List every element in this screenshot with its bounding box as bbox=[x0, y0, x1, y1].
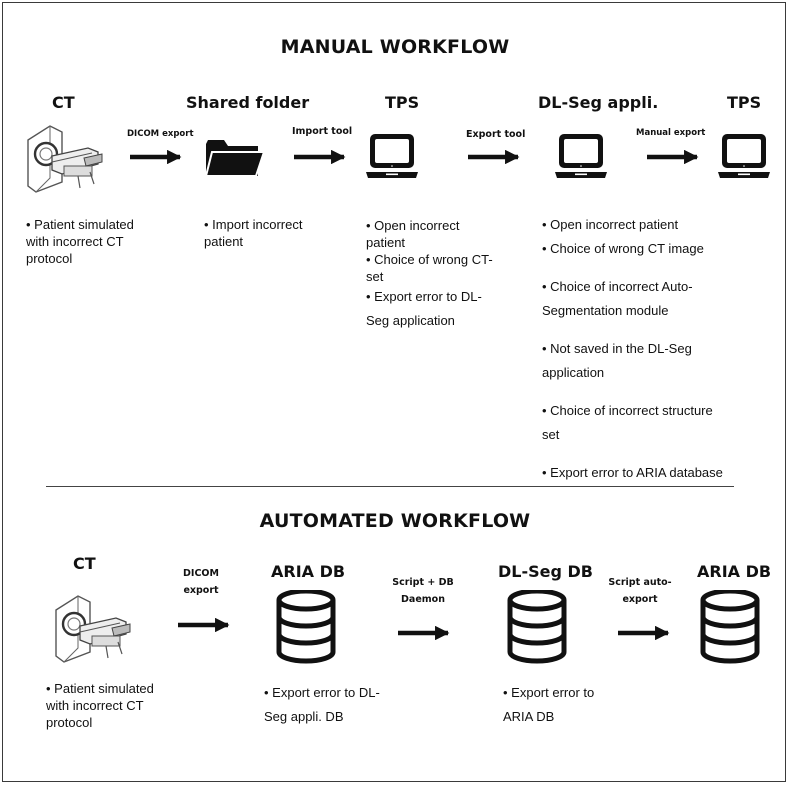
section-divider bbox=[46, 486, 734, 487]
auto-arrow-3 bbox=[618, 625, 670, 641]
auto-node-aria2-title: ARIA DB bbox=[697, 562, 772, 581]
list-item: • Open incorrect patient bbox=[366, 218, 460, 250]
list-item: • Export error to ARIA DB bbox=[503, 685, 595, 724]
manual-node-dlseg-title: DL-Seg appli. bbox=[538, 93, 659, 112]
auto-notes-aria: • Export error to DL-Seg appli. DB bbox=[264, 681, 386, 736]
auto-node-dlseg-title: DL-Seg DB bbox=[498, 562, 593, 581]
list-item: • Patient simulated with incorrect CT pr… bbox=[46, 681, 154, 730]
auto-edge-label-script-auto-export: Script auto-export bbox=[608, 577, 672, 605]
auto-arrow-1 bbox=[178, 617, 230, 633]
manual-edge-label-import-tool: Import tool bbox=[292, 126, 353, 137]
manual-arrow-2 bbox=[294, 149, 346, 165]
list-item: • Choice of wrong CT-set bbox=[366, 252, 493, 284]
laptop-icon bbox=[366, 134, 418, 178]
list-item: • Patient simulated with incorrect CT pr… bbox=[26, 217, 134, 266]
laptop-icon bbox=[718, 134, 770, 178]
list-item: • Choice of incorrect structure set bbox=[542, 403, 713, 442]
database-icon bbox=[507, 590, 567, 666]
list-item: • Choice of wrong CT image bbox=[542, 241, 704, 256]
list-item: • Export error to DL-Seg application bbox=[366, 289, 482, 328]
auto-notes-dlseg: • Export error to ARIA DB bbox=[503, 681, 613, 736]
manual-node-shared-folder-title: Shared folder bbox=[186, 93, 310, 112]
manual-node-tps2-title: TPS bbox=[727, 93, 762, 112]
auto-node-ct-title: CT bbox=[73, 554, 96, 573]
auto-arrow-2 bbox=[398, 625, 450, 641]
manual-notes-shared: • Import incorrect patient bbox=[204, 216, 324, 257]
manual-node-ct-title: CT bbox=[52, 93, 75, 112]
ct-scanner-icon bbox=[54, 594, 132, 664]
auto-notes-ct: • Patient simulated with incorrect CT pr… bbox=[46, 680, 174, 738]
manual-edge-label-manual-export: Manual export bbox=[636, 128, 706, 138]
manual-edge-label-dicom-export: DICOM export bbox=[127, 129, 194, 139]
manual-arrow-1 bbox=[130, 149, 182, 165]
list-item: • Open incorrect patient bbox=[542, 217, 679, 232]
manual-notes-ct: • Patient simulated with incorrect CT pr… bbox=[26, 216, 154, 274]
list-item: • Not saved in the DL-Seg application bbox=[542, 341, 692, 380]
manual-arrow-4 bbox=[647, 149, 699, 165]
list-item: • Export error to ARIA database bbox=[542, 465, 723, 480]
ct-scanner-icon bbox=[26, 124, 104, 194]
list-item: • Export error to DL-Seg appli. DB bbox=[264, 685, 380, 724]
automated-workflow-title: AUTOMATED WORKFLOW bbox=[259, 510, 531, 532]
manual-edge-label-export-tool: Export tool bbox=[466, 129, 526, 140]
database-icon bbox=[700, 590, 760, 666]
manual-node-tps-title: TPS bbox=[385, 93, 420, 112]
database-icon bbox=[276, 590, 336, 666]
list-item: • Import incorrect patient bbox=[204, 217, 303, 249]
laptop-icon bbox=[555, 134, 607, 178]
folder-icon bbox=[204, 140, 266, 177]
list-item: • Choice of incorrect Auto-Segmentation … bbox=[542, 279, 693, 318]
manual-arrow-3 bbox=[468, 149, 520, 165]
manual-workflow-title: MANUAL WORKFLOW bbox=[280, 36, 510, 58]
manual-notes-tps: • Open incorrect patient • Choice of wro… bbox=[366, 217, 494, 340]
manual-notes-dlseg: • Open incorrect patient • Choice of wro… bbox=[542, 213, 724, 499]
auto-node-aria-title: ARIA DB bbox=[271, 562, 346, 581]
